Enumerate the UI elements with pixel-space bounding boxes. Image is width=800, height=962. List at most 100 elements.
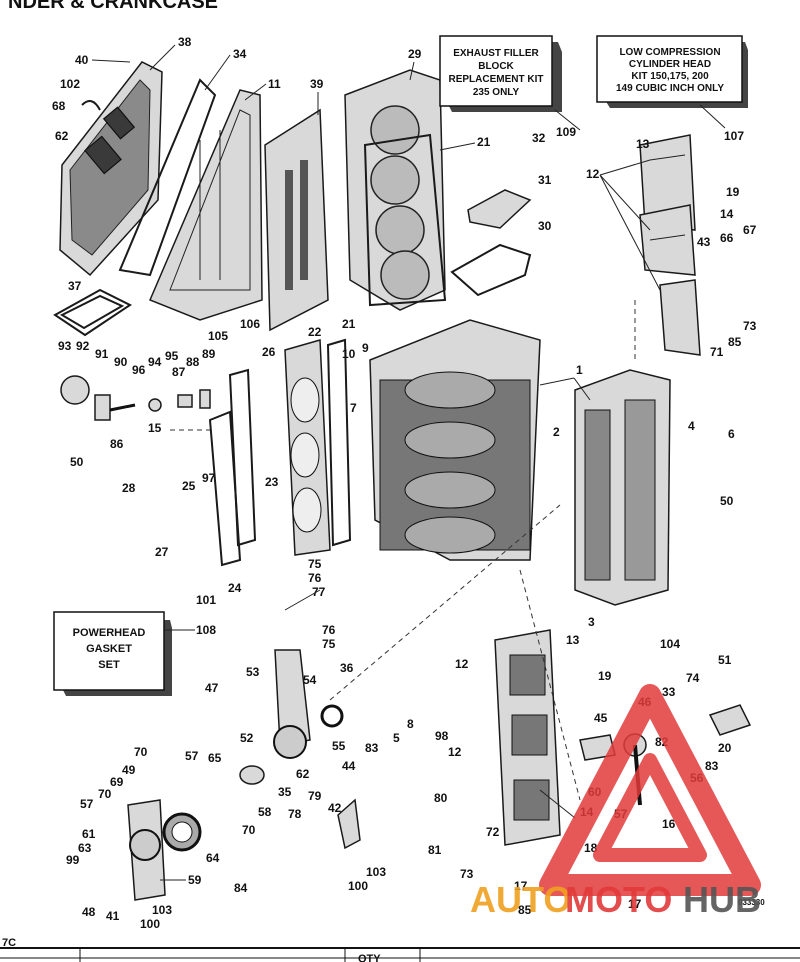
- callout-67: 67: [743, 223, 757, 237]
- callout-35: 35: [278, 785, 292, 799]
- exhaust-gasket-39: [264, 108, 329, 332]
- box-exhaust-line-1: EXHAUST FILLER: [453, 48, 539, 59]
- callout-45: 45: [594, 711, 608, 725]
- watermark-auto: AUTO: [470, 879, 571, 920]
- box-lowcomp-line-4: 149 CUBIC INCH ONLY: [616, 83, 724, 94]
- cylinder-block: [369, 319, 541, 561]
- callout-92: 92: [76, 339, 90, 353]
- box-lowcomp-line-1: LOW COMPRESSION: [619, 47, 720, 58]
- callout-63: 63: [78, 841, 92, 855]
- callout-100b: 100: [140, 917, 160, 931]
- callout-48: 48: [82, 905, 96, 919]
- callout-40: 40: [75, 53, 89, 67]
- callout-6: 6: [728, 427, 735, 441]
- box-lowcomp: LOW COMPRESSION CYLINDER HEAD KIT 150,17…: [596, 35, 748, 108]
- bracket-20: [708, 704, 752, 736]
- callout-17: 17: [514, 879, 528, 893]
- callout-83: 83: [365, 741, 379, 755]
- callout-19: 19: [726, 185, 740, 199]
- callout-93: 93: [58, 339, 72, 353]
- callout-17b: 17: [628, 897, 642, 911]
- connecting-rod-54: [273, 649, 311, 759]
- callout-43: 43: [697, 235, 711, 249]
- roller-bearing-64: [162, 812, 202, 852]
- callout-109: 109: [556, 125, 576, 139]
- callout-94: 94: [148, 355, 162, 369]
- callout-13b: 13: [566, 633, 580, 647]
- callout-5: 5: [393, 731, 400, 745]
- footer-qty-label: QTY: [358, 953, 381, 962]
- callout-98: 98: [435, 729, 449, 743]
- box-exhaust-line-4: 235 ONLY: [473, 87, 520, 98]
- callout-19b: 19: [598, 669, 612, 683]
- callout-80: 80: [434, 791, 448, 805]
- callout-14: 14: [720, 207, 734, 221]
- callout-2: 2: [553, 425, 560, 439]
- gasket-21-left: [326, 338, 352, 547]
- callout-47: 47: [205, 681, 219, 695]
- callout-72: 72: [486, 825, 500, 839]
- box-gasket-line-3: SET: [98, 659, 120, 671]
- callout-51: 51: [718, 653, 732, 667]
- reed-valves-upper-right: [639, 134, 701, 356]
- callout-78: 78: [288, 807, 302, 821]
- callout-44: 44: [342, 759, 356, 773]
- callout-73b: 73: [460, 867, 474, 881]
- gasket-30: [450, 243, 532, 297]
- callout-39: 39: [310, 77, 324, 91]
- callout-91: 91: [95, 347, 109, 361]
- box-lowcomp-line-2: CYLINDER HEAD: [629, 59, 711, 70]
- callout-1: 1: [576, 363, 583, 377]
- callout-85b: 85: [518, 903, 532, 917]
- callout-88: 88: [186, 355, 200, 369]
- callout-103: 103: [366, 865, 386, 879]
- box-gasket-line-2: GASKET: [86, 643, 132, 655]
- callout-12b: 12: [455, 657, 469, 671]
- callout-8: 8: [407, 717, 414, 731]
- callout-16: 16: [662, 817, 676, 831]
- bearing-62: [239, 765, 265, 785]
- watermark-text: AUTO MOTO HUB: [470, 879, 761, 920]
- callout-34: 34: [233, 47, 247, 61]
- callout-62b: 62: [296, 767, 310, 781]
- callout-53: 53: [246, 665, 260, 679]
- callout-13: 13: [636, 137, 650, 151]
- callout-42: 42: [328, 801, 342, 815]
- callout-75: 75: [308, 557, 322, 571]
- head-gasket-21: [363, 133, 447, 307]
- image-code: 033330: [738, 898, 765, 907]
- callout-105: 105: [208, 329, 228, 343]
- callout-83b: 83: [705, 759, 719, 773]
- callout-70: 70: [134, 745, 148, 759]
- seal-gasket-37: [53, 288, 132, 337]
- callout-103b: 103: [152, 903, 172, 917]
- crankcase-half: [574, 369, 671, 606]
- callout-25: 25: [182, 479, 196, 493]
- callout-99: 99: [66, 853, 80, 867]
- callout-76: 76: [308, 571, 322, 585]
- callout-31: 31: [538, 173, 552, 187]
- link-arm-44: [337, 798, 361, 850]
- box-gasket: POWERHEAD GASKET SET: [53, 611, 172, 696]
- callout-100: 100: [348, 879, 368, 893]
- callout-58: 58: [258, 805, 272, 819]
- callout-96: 96: [132, 363, 146, 377]
- callout-7: 7: [350, 401, 357, 415]
- callout-76b: 76: [322, 623, 336, 637]
- callout-50: 50: [720, 494, 734, 508]
- callout-75b: 75: [322, 637, 336, 651]
- box-lowcomp-line-3: KIT 150,175, 200: [631, 71, 709, 82]
- callout-3: 3: [588, 615, 595, 629]
- bypass-valve-assembly: [60, 375, 211, 421]
- callout-85: 85: [728, 335, 742, 349]
- callout-52: 52: [240, 731, 254, 745]
- callout-41: 41: [106, 909, 120, 923]
- callout-32: 32: [532, 131, 546, 145]
- callout-12: 12: [586, 167, 600, 181]
- callout-33: 33: [662, 685, 676, 699]
- callout-54: 54: [303, 673, 317, 687]
- callout-12c: 12: [448, 745, 462, 759]
- page-title: NDER & CRANKCASE: [8, 0, 218, 13]
- callout-104: 104: [660, 637, 680, 651]
